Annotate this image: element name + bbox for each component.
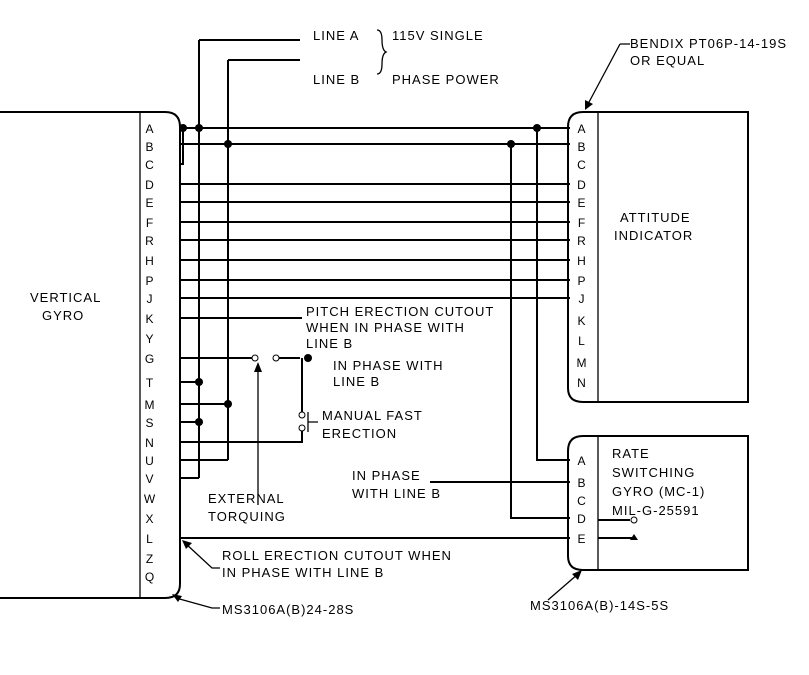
attPins-pin: C: [577, 158, 587, 172]
ratePins-pin: A: [577, 454, 586, 468]
inphase-rate-label-1: IN PHASE: [352, 468, 421, 483]
rate-label-2: SWITCHING: [612, 465, 695, 480]
ratePins-pin: C: [577, 494, 587, 508]
line-a-label: LINE A: [313, 28, 359, 43]
manual-fast-label-1: MANUAL FAST: [322, 408, 423, 423]
attPins-pin: K: [577, 314, 586, 328]
gyroPins-pin: H: [145, 254, 155, 268]
gyroPins-pin: D: [145, 178, 155, 192]
attitude-label-2: INDICATOR: [614, 228, 693, 243]
inphase-rate-label-2: WITH LINE B: [352, 486, 441, 501]
wires: [172, 29, 638, 609]
attitude-indicator-box: [567, 111, 749, 403]
gyroPins-pin: G: [145, 352, 155, 366]
vertical-gyro-box: [0, 111, 181, 599]
gyroPins-pin: F: [146, 216, 154, 230]
rate-gyro-box: [567, 435, 749, 571]
gyroPins-pin: T: [146, 376, 154, 390]
gyroPins-pin: N: [145, 436, 155, 450]
vertical-gyro-label-2: GYRO: [42, 308, 84, 323]
inphase-label-2: LINE B: [333, 374, 380, 389]
rate-label-3: GYRO (MC-1): [612, 484, 705, 499]
pitch-label-3: LINE B: [306, 336, 353, 351]
attPins-pin: M: [577, 356, 588, 370]
pitch-label-2: WHEN IN PHASE WITH: [306, 320, 465, 335]
attitude-label-1: ATTITUDE: [620, 210, 691, 225]
gyroPins-pin: U: [145, 454, 155, 468]
bendix-label-2: OR EQUAL: [630, 53, 705, 68]
attPins-pin: E: [577, 196, 586, 210]
gyroPins-pin: V: [145, 472, 154, 486]
ratePins-pin: B: [577, 476, 586, 490]
gyroPins-pin: X: [145, 512, 154, 526]
attPins-pin: A: [577, 122, 586, 136]
gyroPins-pin: L: [146, 532, 154, 546]
gyroPins-pin: Q: [145, 570, 155, 584]
gyroPins-pin: A: [145, 122, 154, 136]
external-torquing-label-2: TORQUING: [208, 509, 286, 524]
inphase-label-1: IN PHASE WITH: [333, 358, 444, 373]
rate-label-1: RATE: [612, 446, 650, 461]
attPins-pin: L: [578, 334, 586, 348]
ratePins-pin: D: [577, 512, 587, 526]
attPins-pin: B: [577, 140, 586, 154]
attPins-pin: J: [579, 292, 586, 306]
attPins-pin: N: [577, 376, 587, 390]
gyroPins-pin: M: [145, 398, 156, 412]
gyroPins-pin: B: [145, 140, 154, 154]
gyroPins-pin: E: [145, 196, 154, 210]
attPins-pin: R: [577, 234, 587, 248]
external-torquing-label-1: EXTERNAL: [208, 491, 285, 506]
attPins-pin: H: [577, 254, 587, 268]
roll-label-1: ROLL ERECTION CUTOUT WHEN: [222, 548, 452, 563]
gyroPins-pin: C: [145, 158, 155, 172]
attPins-pin: F: [578, 216, 586, 230]
gyroPins-pin: Y: [145, 332, 154, 346]
manual-fast-label-2: ERECTION: [322, 426, 397, 441]
gyroPins-pin: W: [144, 492, 156, 506]
left-connector-label: MS3106A(B)24-28S: [222, 602, 354, 617]
gyroPins-pin: Z: [146, 552, 154, 566]
bendix-label-1: BENDIX PT06P-14-19S: [630, 36, 787, 51]
line-b-label: LINE B: [313, 72, 360, 87]
attPins-pin: P: [577, 274, 586, 288]
vertical-gyro-label-1: VERTICAL: [30, 290, 101, 305]
gyroPins-pin: J: [147, 292, 154, 306]
attPins-pin: D: [577, 178, 587, 192]
gyroPins-pin: S: [145, 416, 154, 430]
power-label-2: PHASE POWER: [392, 72, 500, 87]
gyroPins-pin: P: [145, 274, 154, 288]
rate-connector-label: MS3106A(B)-14S-5S: [530, 598, 669, 613]
gyroPins-pin: R: [145, 234, 155, 248]
pitch-label-1: PITCH ERECTION CUTOUT: [306, 304, 494, 319]
ratePins-pin: E: [577, 532, 586, 546]
power-label-1: 115V SINGLE: [392, 28, 484, 43]
gyroPins-pin: K: [145, 312, 154, 326]
rate-label-4: MIL-G-25591: [612, 503, 700, 518]
roll-label-2: IN PHASE WITH LINE B: [222, 565, 384, 580]
